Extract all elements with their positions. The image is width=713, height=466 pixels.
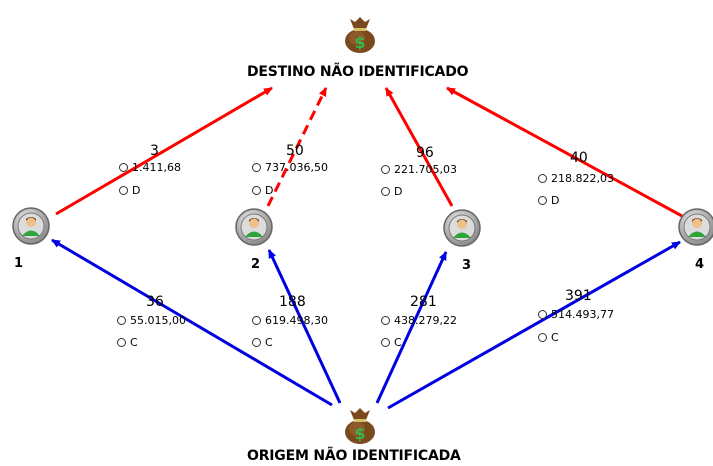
debit-amount-2[interactable]: 737.036,50 (252, 161, 328, 174)
credit-edge-4[interactable] (387, 240, 681, 410)
radio-icon[interactable] (381, 338, 390, 347)
radio-icon[interactable] (119, 163, 128, 172)
credit-edge-3[interactable] (375, 251, 448, 404)
credit-amount-3[interactable]: 438.279,22 (381, 314, 457, 327)
radio-icon[interactable] (381, 316, 390, 325)
person-icon (678, 208, 713, 246)
credit-count-1: 36 (146, 294, 164, 310)
radio-icon[interactable] (252, 186, 261, 195)
debit-count-2: 50 (286, 143, 304, 159)
debit-type-4[interactable]: D (538, 194, 559, 207)
person-node-4[interactable] (678, 208, 713, 246)
person-icon (443, 209, 481, 247)
credit-amount-4[interactable]: 514.493,77 (538, 308, 614, 321)
money-bag-icon: $ (343, 14, 377, 54)
radio-icon[interactable] (538, 333, 547, 342)
person-node-3[interactable] (443, 209, 481, 247)
radio-icon[interactable] (538, 310, 547, 319)
radio-icon[interactable] (381, 187, 390, 196)
credit-type-3[interactable]: C (381, 336, 402, 349)
radio-icon[interactable] (538, 174, 547, 183)
debit-count-1: 3 (150, 143, 159, 159)
radio-icon[interactable] (117, 316, 126, 325)
svg-text:$: $ (354, 33, 365, 52)
credit-type-1[interactable]: C (117, 336, 138, 349)
destination-title: DESTINO NÃO IDENTIFICADO (247, 64, 469, 80)
radio-icon[interactable] (119, 186, 128, 195)
credit-amount-1[interactable]: 55.015,00 (117, 314, 186, 327)
money-bag-icon: $ (343, 405, 377, 445)
debit-amount-3[interactable]: 221.705,03 (381, 163, 457, 176)
person-icon (235, 208, 273, 246)
debit-amount-1[interactable]: 1.411,68 (119, 161, 181, 174)
node-label-1: 1 (14, 256, 24, 271)
node-label-2: 2 (251, 257, 261, 272)
origin-title: ORIGEM NÃO IDENTIFICADA (247, 448, 461, 464)
person-node-1[interactable] (12, 207, 50, 245)
credit-count-3: 281 (410, 294, 437, 310)
person-icon (12, 207, 50, 245)
credit-type-2[interactable]: C (252, 336, 273, 349)
radio-icon[interactable] (252, 316, 261, 325)
radio-icon[interactable] (117, 338, 126, 347)
debit-edge-4[interactable] (446, 86, 683, 218)
credit-edge-2[interactable] (267, 249, 342, 404)
credit-type-4[interactable]: C (538, 331, 559, 344)
credit-edge-1[interactable] (51, 238, 333, 407)
debit-type-1[interactable]: D (119, 184, 140, 197)
debit-count-4: 40 (570, 150, 588, 166)
svg-text:$: $ (354, 424, 365, 443)
debit-count-3: 96 (416, 145, 434, 161)
node-label-4: 4 (695, 257, 705, 272)
credit-count-2: 188 (279, 294, 306, 310)
debit-amount-4[interactable]: 218.822,03 (538, 172, 614, 185)
debit-edge-3[interactable] (384, 87, 454, 207)
radio-icon[interactable] (252, 163, 261, 172)
node-label-3: 3 (462, 258, 472, 273)
debit-type-2[interactable]: D (252, 184, 273, 197)
credit-amount-2[interactable]: 619.498,30 (252, 314, 328, 327)
credit-count-4: 391 (565, 288, 592, 304)
debit-type-3[interactable]: D (381, 185, 402, 198)
person-node-2[interactable] (235, 208, 273, 246)
radio-icon[interactable] (538, 196, 547, 205)
radio-icon[interactable] (252, 338, 261, 347)
radio-icon[interactable] (381, 165, 390, 174)
debit-edge-1[interactable] (55, 86, 273, 216)
debit-edge-2[interactable] (266, 87, 328, 207)
